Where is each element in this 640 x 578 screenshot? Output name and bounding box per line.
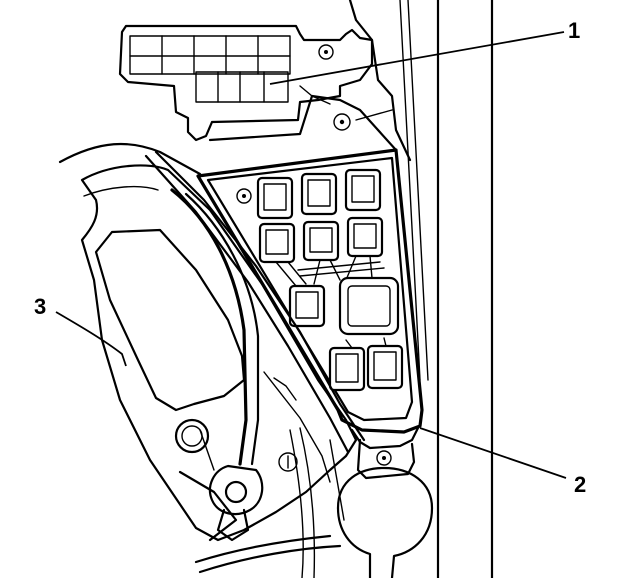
relay-bottom xyxy=(328,337,404,392)
relay-middle xyxy=(288,276,400,336)
callout-leaders xyxy=(55,31,567,479)
callout-label-1: 1 xyxy=(568,18,580,43)
vehicle-body-panel xyxy=(348,0,494,578)
relay-wiring xyxy=(275,255,385,287)
floor-lines xyxy=(194,427,345,578)
relay-row-1 xyxy=(256,168,382,220)
ground-cable-terminal xyxy=(170,188,297,542)
relay-row-2 xyxy=(258,216,384,264)
callout-label-2: 2 xyxy=(574,472,586,497)
top-connector-block xyxy=(118,24,374,142)
callout-label-3: 3 xyxy=(34,294,46,319)
round-component xyxy=(336,466,434,578)
fuse-relay-box xyxy=(196,94,424,480)
left-housing-bracket xyxy=(58,142,366,542)
